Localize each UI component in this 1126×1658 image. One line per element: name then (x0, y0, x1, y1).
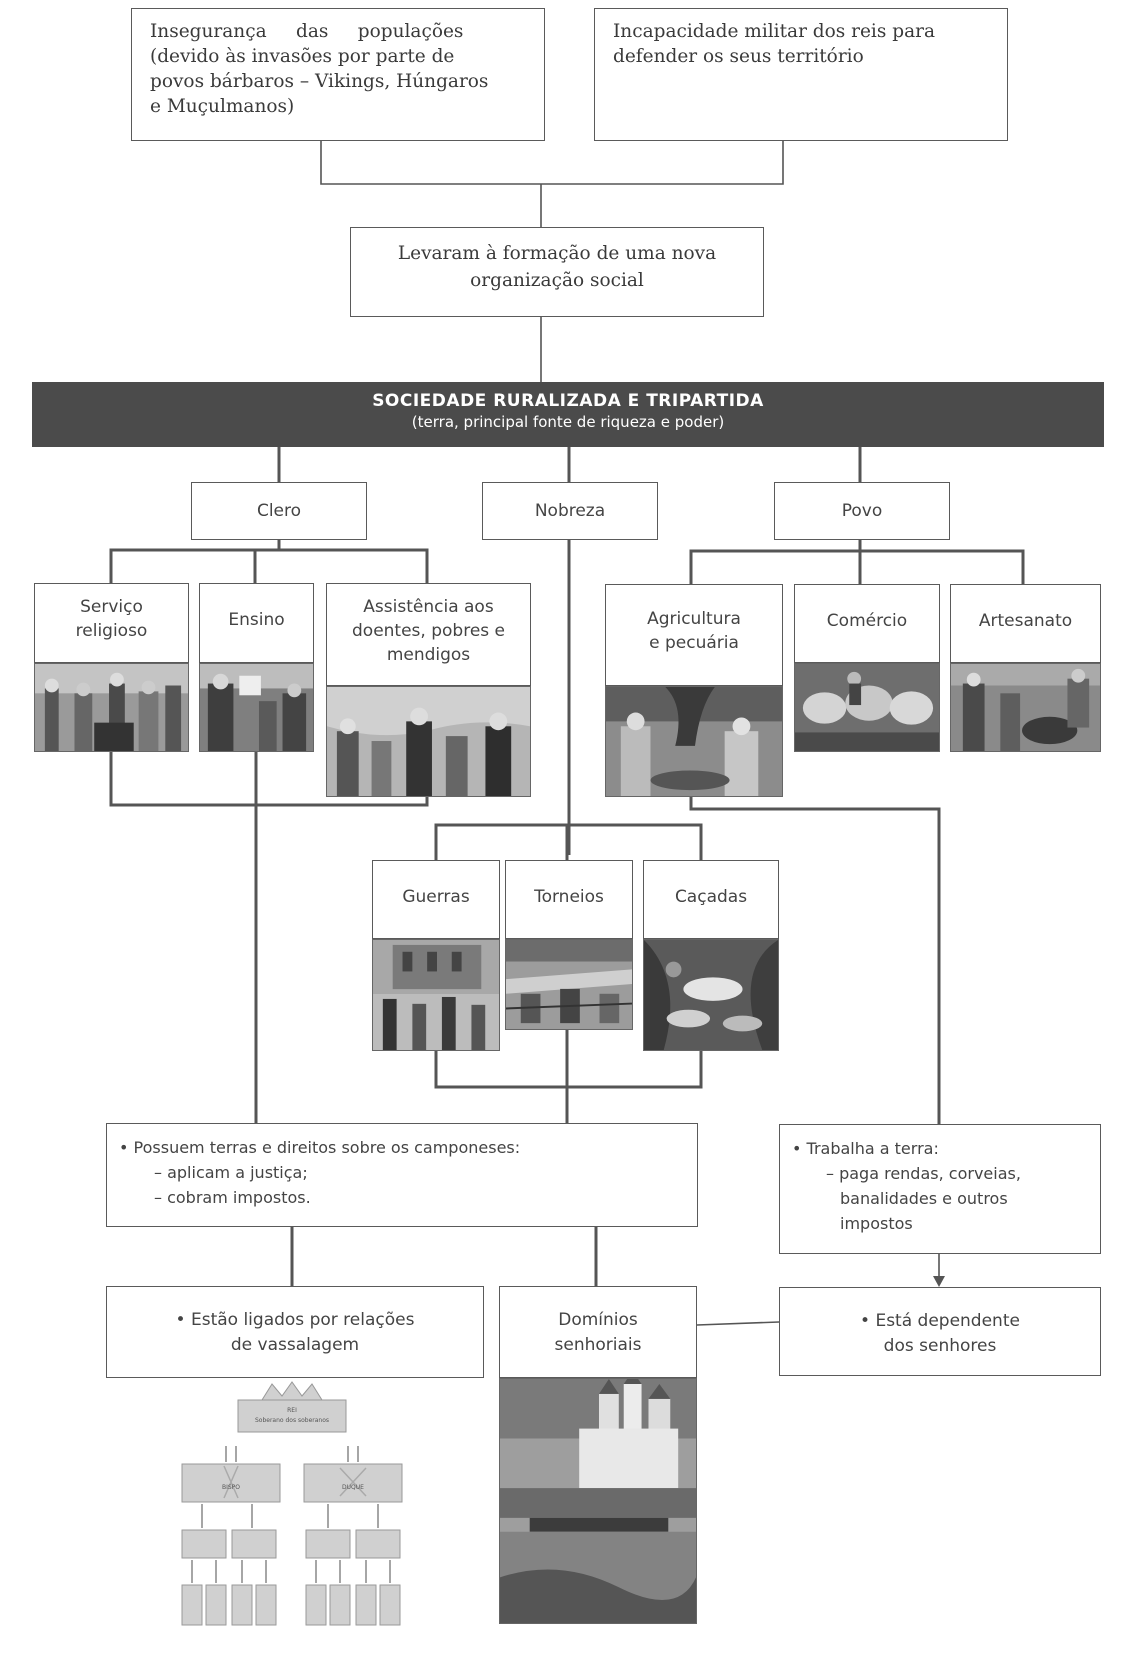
banner-subtitle: (terra, principal fonte de riqueza e pod… (411, 413, 725, 431)
agricultura-label: e pecuária (649, 633, 739, 653)
hierarchy-graphic (181, 1381, 403, 1626)
order-clero-box: Clero (191, 482, 367, 540)
cause-insecurity-line: povos bárbaros – Vikings, Húngaros (150, 71, 489, 92)
guerras-illustration (372, 939, 500, 1051)
assistencia-label: mendigos (386, 645, 471, 665)
servico-label: religioso (75, 621, 148, 641)
order-povo-label: Povo (841, 501, 883, 521)
worker-line: – paga rendas, corveias, (826, 1164, 1021, 1183)
result-line: Levaram à formação de uma nova (397, 243, 717, 264)
agricultura-illustration (605, 686, 783, 797)
servico-illustration (34, 663, 189, 752)
dominios-line: Domínios (558, 1310, 638, 1330)
torneios-label: Torneios (534, 887, 604, 907)
assistencia-label: doentes, pobres e (352, 621, 505, 641)
ensino-illustration (199, 663, 314, 752)
cacadas-illustration (643, 939, 779, 1051)
torneios-illustration (505, 939, 633, 1030)
cause-military-line: Incapacidade militar dos reis para (613, 21, 935, 42)
order-nobreza-box: Nobreza (482, 482, 658, 540)
ensino-label: Ensino (228, 610, 285, 630)
nobreza-torneios-box: Torneios (505, 860, 633, 939)
vassalage-line: • Estão ligados por relações (175, 1310, 415, 1330)
hierarchy-king-subtitle: Soberano dos soberanos (254, 1417, 330, 1424)
agricultura-label: Agricultura (647, 609, 741, 629)
cause-insecurity-line: (devido às invasões por parte de (150, 46, 455, 67)
dominios-line: senhoriais (554, 1335, 642, 1355)
dominios-illustration (499, 1378, 697, 1624)
hierarchy-bishop-label: BISPO (221, 1484, 241, 1491)
worker-line: impostos (840, 1214, 913, 1233)
vassalage-line: de vassalagem (230, 1335, 360, 1355)
artesanato-label: Artesanato (978, 611, 1073, 631)
feudal-hierarchy: REI Soberano dos soberanos BISPO DUQUE (180, 1380, 420, 1630)
privileged-rights-box: • Possuem terras e direitos sobre os cam… (106, 1123, 698, 1227)
vassalage-box: • Estão ligados por relações de vassalag… (106, 1286, 484, 1378)
order-povo-box: Povo (774, 482, 950, 540)
hierarchy-king-label: REI (287, 1407, 297, 1414)
cause-military-line: defender os seus território (613, 46, 864, 67)
servico-label: Serviço (80, 597, 143, 617)
assistencia-illustration (326, 686, 531, 797)
cause-military-incapacity-box: Incapacidade militar dos reis para defen… (594, 8, 1008, 141)
cause-insecurity-box: Insegurança das populações (devido às in… (131, 8, 545, 141)
dominios-box: Domínios senhoriais (499, 1286, 697, 1378)
assistencia-label: Assistência aos (363, 597, 494, 617)
society-banner: SOCIEDADE RURALIZADA E TRIPARTIDA (terra… (32, 382, 1104, 447)
worker-line: • Trabalha a terra: (792, 1139, 939, 1158)
comercio-illustration (794, 663, 940, 752)
cacadas-label: Caçadas (674, 887, 748, 907)
privileged-line: • Possuem terras e direitos sobre os cam… (119, 1138, 521, 1157)
clero-servico-box: Serviço religioso (34, 583, 189, 663)
order-nobreza-label: Nobreza (534, 501, 606, 521)
comercio-label: Comércio (826, 611, 908, 631)
nobreza-cacadas-box: Caçadas (643, 860, 779, 939)
povo-artesanato-box: Artesanato (950, 584, 1101, 663)
hierarchy-duke-label: DUQUE (342, 1484, 364, 1491)
artesanato-illustration (950, 663, 1101, 752)
result-line: organização social (470, 270, 644, 291)
worker-box: • Trabalha a terra: – paga rendas, corve… (779, 1124, 1101, 1254)
privileged-line: – aplicam a justiça; (154, 1163, 308, 1182)
dependent-line: dos senhores (883, 1336, 997, 1356)
nobreza-guerras-box: Guerras (372, 860, 500, 939)
banner-title: SOCIEDADE RURALIZADA E TRIPARTIDA (372, 391, 764, 411)
result-box: Levaram à formação de uma nova organizaç… (350, 227, 764, 317)
povo-comercio-box: Comércio (794, 584, 940, 663)
order-clero-label: Clero (256, 501, 302, 521)
clero-ensino-box: Ensino (199, 583, 314, 663)
worker-line: banalidades e outros (840, 1189, 1008, 1208)
dependent-box: • Está dependente dos senhores (779, 1287, 1101, 1376)
dependent-line: • Está dependente (860, 1311, 1020, 1331)
cause-insecurity-line: Insegurança das populações (150, 21, 464, 42)
cause-insecurity-line: e Muçulmanos) (150, 96, 295, 117)
guerras-label: Guerras (402, 887, 470, 907)
clero-assistencia-box: Assistência aos doentes, pobres e mendig… (326, 583, 531, 686)
povo-agricultura-box: Agricultura e pecuária (605, 584, 783, 686)
privileged-line: – cobram impostos. (154, 1188, 311, 1207)
